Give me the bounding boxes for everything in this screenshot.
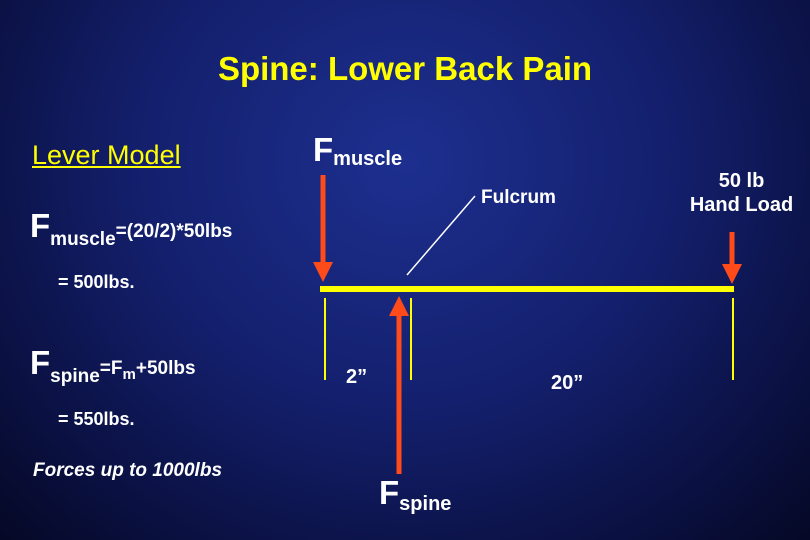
page-title: Spine: Lower Back Pain [217,50,593,87]
muscle-force-arrow [313,175,333,282]
lever-model-label: Lever Model [32,140,181,170]
diagram-muscle-subscript: muscle [333,148,403,170]
forces-note: Forces up to 1000lbs [33,460,223,481]
hand-load-weight: 50 lb [718,170,765,192]
equation-muscle-rhs: =(20/2)*50lbs [115,221,233,242]
hand-load-text: Hand Load [689,194,794,216]
fulcrum-pointer [406,195,476,276]
muscle-force-equation: Fmuscle=(20/2)*50lbs [30,207,233,250]
distance-long-label: 20” [551,372,584,394]
distance-short-label: 2” [346,366,368,388]
spine-force-label: Fspine [379,474,452,515]
spine-force-equation: Fspine=Fm+50lbs [30,344,196,387]
equation-spine-subscript: spine [50,366,100,387]
equation-F-symbol: F [30,344,51,381]
muscle-force-result: = 500lbs. [58,272,135,292]
equation-spine-rhs-pre: =F [99,358,123,379]
diagram-F-symbol: F [379,474,400,511]
spine-force-arrow [389,296,409,474]
equation-m-subscript: m [122,366,136,383]
equation-muscle-subscript: muscle [50,229,116,250]
hand-load-label: 50 lb Hand Load [680,169,803,217]
equation-F-symbol: F [30,207,51,244]
diagram-F-symbol: F [313,131,334,168]
equation-spine-rhs-post: +50lbs [135,358,196,379]
spine-force-result: = 550lbs. [58,409,135,429]
hand-load-arrow [722,232,742,284]
fulcrum-label: Fulcrum [481,187,556,208]
muscle-force-label: Fmuscle [313,131,403,170]
diagram-spine-subscript: spine [399,493,452,515]
